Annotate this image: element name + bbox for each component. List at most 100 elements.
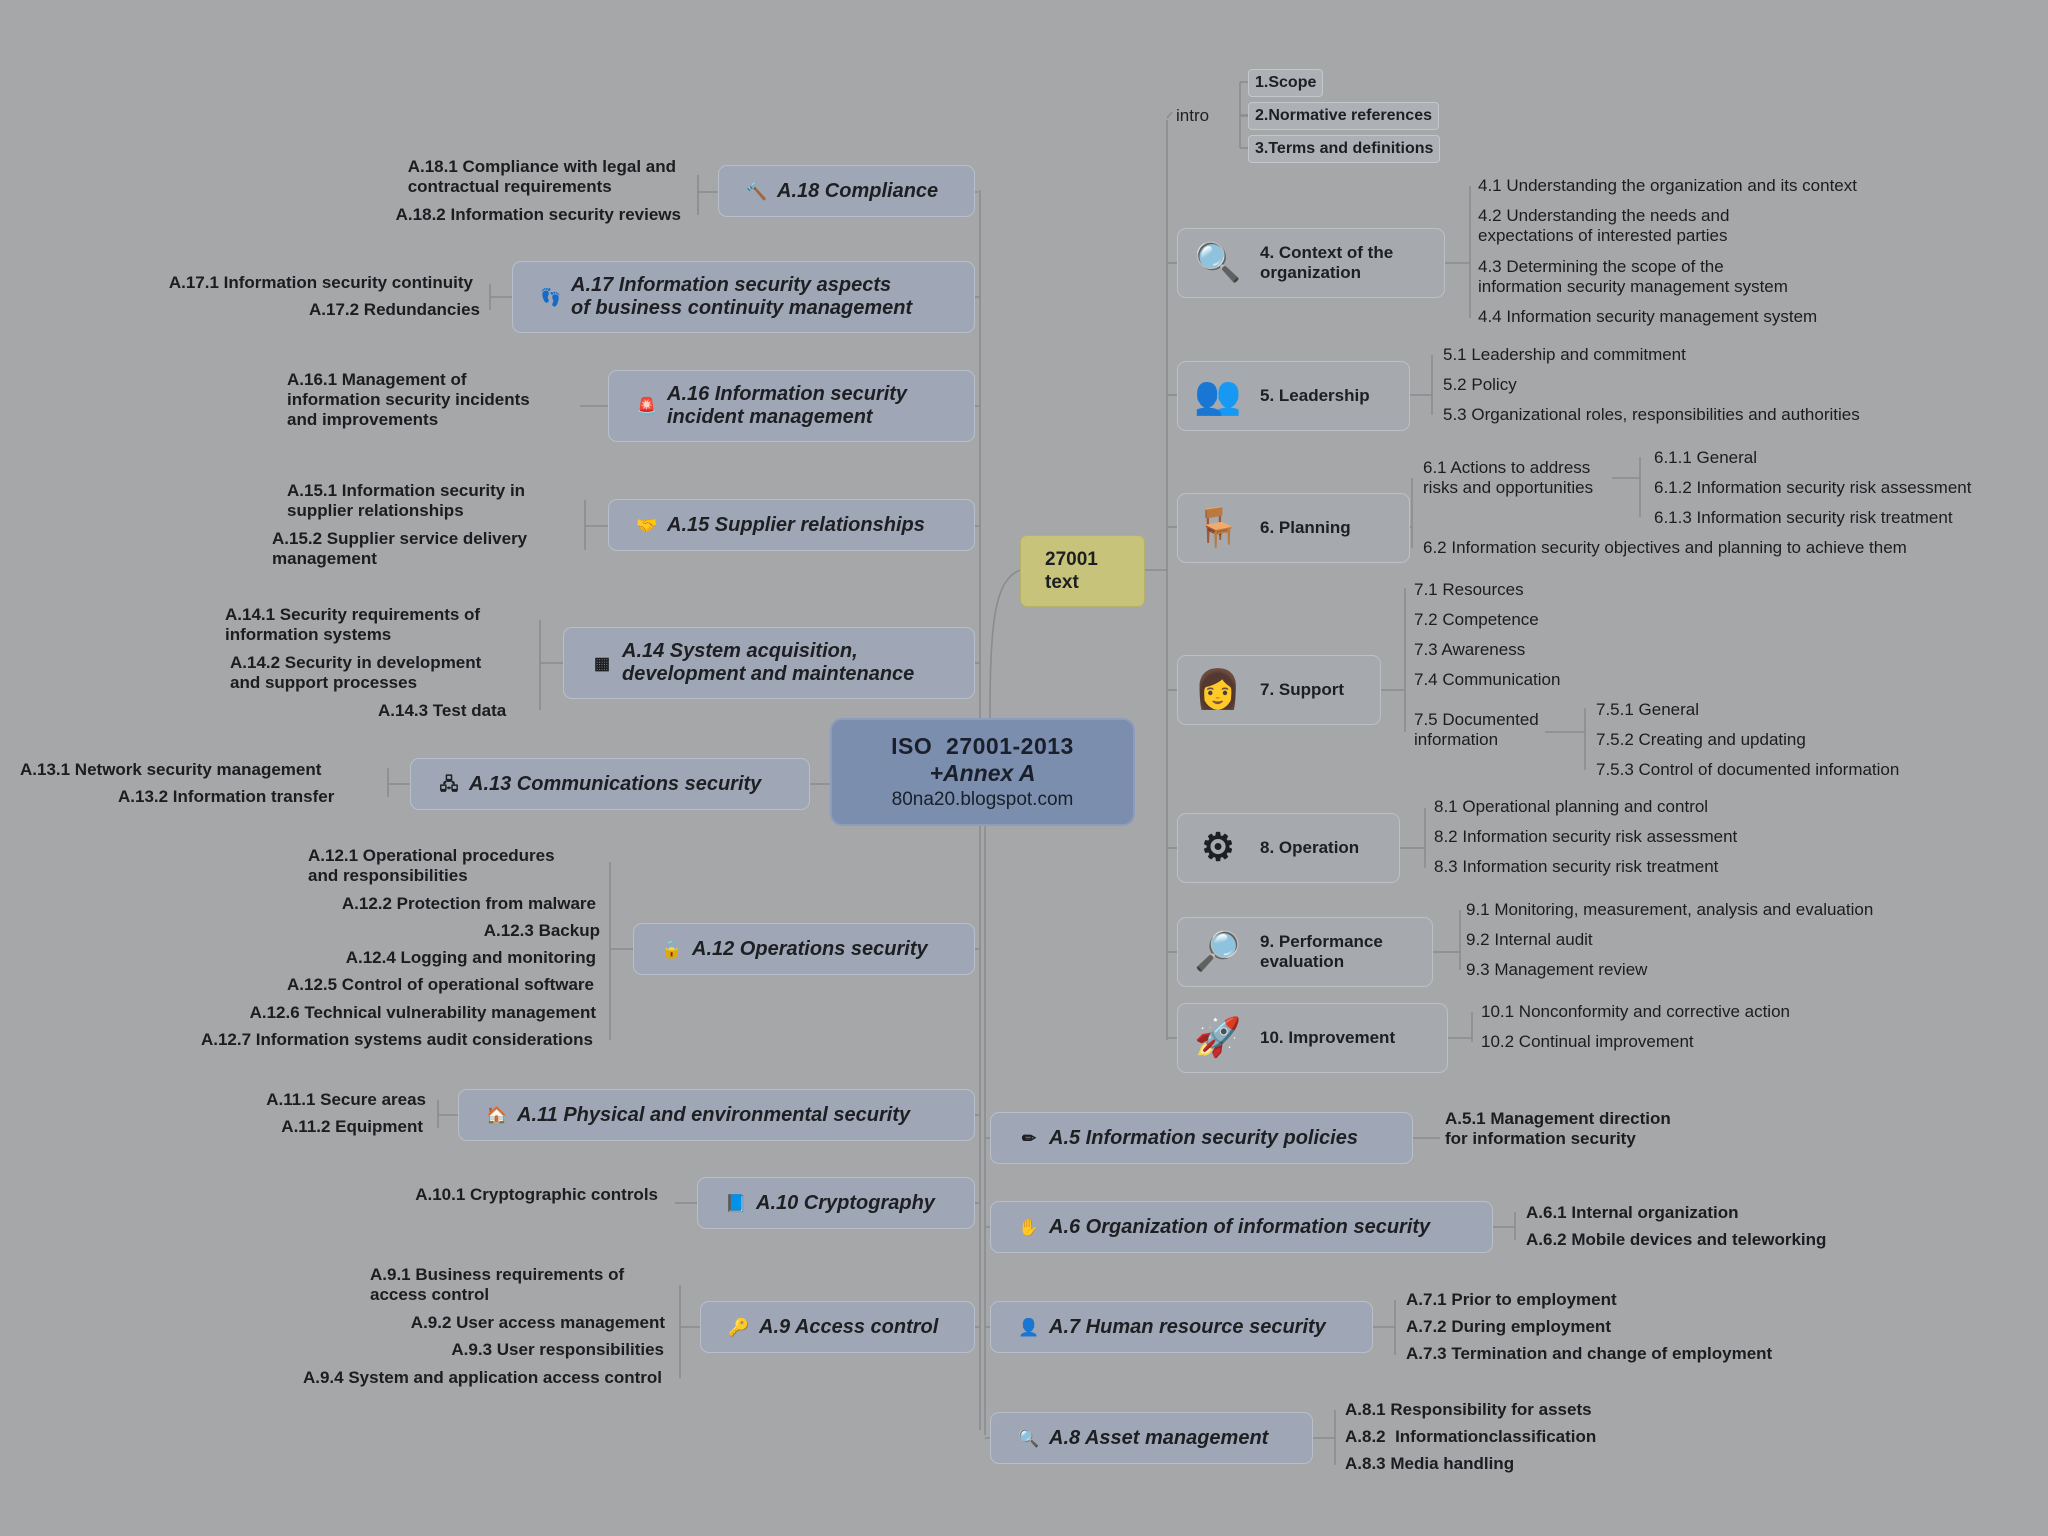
clause-7-5-3[interactable]: 7.5.3 Control of documented information [1596, 760, 1900, 779]
clause-5-2[interactable]: 5.2 Policy [1443, 375, 1517, 394]
annex-a7-1[interactable]: A.7.1 Prior to employment [1406, 1290, 1617, 1309]
annex-a12-1[interactable]: A.12.1 Operational procedures and respon… [308, 846, 555, 885]
clause-7-3[interactable]: 7.3 Awareness [1414, 640, 1526, 659]
central-topic[interactable]: ISO 27001-2013 +Annex A 80na20.blogspot.… [830, 718, 1135, 826]
annex-a8-2[interactable]: A.8.2 Informationclassification [1345, 1427, 1597, 1446]
clause-10-1[interactable]: 10.1 Nonconformity and corrective action [1481, 1002, 1790, 1021]
annex-a13-communications[interactable]: 🖧 A.13 Communications security [410, 758, 810, 810]
annex-a9-3[interactable]: A.9.3 User responsibilities [451, 1340, 664, 1359]
annex-a6-organization[interactable]: ✋ A.6 Organization of information securi… [990, 1201, 1493, 1253]
clause-7-support[interactable]: 👩 7. Support [1177, 655, 1381, 725]
annex-a13-2[interactable]: A.13.2 Information transfer [118, 787, 335, 806]
clause-4-2[interactable]: 4.2 Understanding the needs and expectat… [1478, 206, 1730, 245]
annex-a10-1[interactable]: A.10.1 Cryptographic controls [415, 1185, 658, 1204]
clause-6-1-1[interactable]: 6.1.1 General [1654, 448, 1758, 467]
clause-6-planning[interactable]: 🪑 6. Planning [1177, 493, 1410, 563]
annex-a15-2[interactable]: A.15.2 Supplier service delivery managem… [272, 529, 528, 568]
clause-6-1-3[interactable]: 6.1.3 Information security risk treatmen… [1654, 508, 1953, 527]
intro-item-terms[interactable]: 3.Terms and definitions [1248, 135, 1441, 163]
clause-7-2[interactable]: 7.2 Competence [1414, 610, 1539, 629]
clause-8-operation[interactable]: ⚙ 8. Operation [1177, 813, 1400, 883]
magnifier-icon: 🔍 [1194, 242, 1242, 284]
clause-7-label: 7. Support [1260, 680, 1345, 699]
clause-6-2[interactable]: 6.2 Information security objectives and … [1423, 538, 1907, 557]
annex-a17-1[interactable]: A.17.1 Information security continuity [168, 273, 473, 292]
annex-a7-2[interactable]: A.7.2 During employment [1406, 1317, 1611, 1336]
annex-a6-1[interactable]: A.6.1 Internal organization [1526, 1203, 1739, 1222]
clause-4-label: 4. Context of the organization [1260, 243, 1394, 282]
annex-a5-policies[interactable]: ✏ A.5 Information security policies [990, 1112, 1413, 1164]
annex-a12-6[interactable]: A.12.6 Technical vulnerability managemen… [249, 1003, 596, 1022]
clause-8-label: 8. Operation [1260, 838, 1360, 857]
clause-7-5-1[interactable]: 7.5.1 General [1596, 700, 1700, 719]
annex-a14-system-acquisition[interactable]: ▦ A.14 System acquisition, development a… [563, 627, 975, 699]
intro-item-scope[interactable]: 1.Scope [1248, 69, 1324, 97]
annex-a13-1[interactable]: A.13.1 Network security management [20, 760, 322, 779]
annex-a15-supplier[interactable]: 🤝 A.15 Supplier relationships [608, 499, 975, 551]
user-icon: 👤 [1018, 1317, 1040, 1337]
clause-7-4[interactable]: 7.4 Communication [1414, 670, 1561, 689]
annex-a10-label: A.10 Cryptography [756, 1191, 935, 1214]
clause-6-1-2[interactable]: 6.1.2 Information security risk assessme… [1654, 478, 1972, 497]
annex-a18-compliance[interactable]: 🔨 A.18 Compliance [718, 165, 975, 217]
annex-a12-4[interactable]: A.12.4 Logging and monitoring [345, 948, 596, 967]
annex-a7-human-resource[interactable]: 👤 A.7 Human resource security [990, 1301, 1373, 1353]
clause-9-3[interactable]: 9.3 Management review [1466, 960, 1648, 979]
annex-a12-3[interactable]: A.12.3 Backup [483, 921, 600, 940]
annex-a11-1[interactable]: A.11.1 Secure areas [266, 1090, 426, 1109]
clause-4-3[interactable]: 4.3 Determining the scope of the informa… [1478, 257, 1788, 296]
clause-6-1[interactable]: 6.1 Actions to address risks and opportu… [1423, 458, 1594, 497]
clause-5-leadership[interactable]: 👥 5. Leadership [1177, 361, 1410, 431]
annex-a15-1[interactable]: A.15.1 Information security in supplier … [287, 481, 526, 520]
clause-9-2[interactable]: 9.2 Internal audit [1466, 930, 1593, 949]
annex-a6-2[interactable]: A.6.2 Mobile devices and teleworking [1526, 1230, 1827, 1249]
annex-a8-1[interactable]: A.8.1 Responsibility for assets [1345, 1400, 1592, 1419]
annex-a17-business-continuity[interactable]: 👣 A.17 Information security aspects of b… [512, 261, 975, 333]
annex-a8-asset-management[interactable]: 🔍 A.8 Asset management [990, 1412, 1313, 1464]
annex-a12-2[interactable]: A.12.2 Protection from malware [341, 894, 596, 913]
clause-8-2[interactable]: 8.2 Information security risk assessment [1434, 827, 1738, 846]
annex-a9-2[interactable]: A.9.2 User access management [410, 1313, 665, 1332]
evaluation-magnifier-icon: 🔎 [1194, 931, 1242, 973]
annex-a14-3[interactable]: A.14.3 Test data [378, 701, 507, 720]
clause-7-5-2[interactable]: 7.5.2 Creating and updating [1596, 730, 1806, 749]
annex-a8-3[interactable]: A.8.3 Media handling [1345, 1454, 1515, 1473]
clause-8-3[interactable]: 8.3 Information security risk treatment [1434, 857, 1719, 876]
annex-a9-1[interactable]: A.9.1 Business requirements of access co… [370, 1265, 625, 1304]
search-icon: 🔍 [1018, 1428, 1040, 1448]
intro-item-normative-references[interactable]: 2.Normative references [1248, 102, 1439, 130]
gavel-icon: 🔨 [746, 181, 768, 201]
clause-7-5[interactable]: 7.5 Documented information [1414, 710, 1539, 749]
annex-a17-2[interactable]: A.17.2 Redundancies [308, 300, 480, 319]
annex-a14-2[interactable]: A.14.2 Security in development and suppo… [230, 653, 482, 692]
annex-a18-1[interactable]: A.18.1 Compliance with legal and contrac… [407, 157, 676, 196]
clause-10-2[interactable]: 10.2 Continual improvement [1481, 1032, 1694, 1051]
annex-a9-4[interactable]: A.9.4 System and application access cont… [302, 1368, 662, 1387]
annex-a9-access-control[interactable]: 🔑 A.9 Access control [700, 1301, 975, 1353]
clause-9-1[interactable]: 9.1 Monitoring, measurement, analysis an… [1466, 900, 1874, 919]
annex-a16-1[interactable]: A.16.1 Management of information securit… [287, 370, 530, 429]
annex-a12-operations[interactable]: 🔒 A.12 Operations security [633, 923, 975, 975]
clause-4-context[interactable]: 🔍 4. Context of the organization [1177, 228, 1445, 298]
annex-a12-7[interactable]: A.12.7 Information systems audit conside… [200, 1030, 593, 1049]
clause-9-performance[interactable]: 🔎 9. Performance evaluation [1177, 917, 1433, 987]
annex-a12-5[interactable]: A.12.5 Control of operational software [287, 975, 594, 994]
annex-a7-3[interactable]: A.7.3 Termination and change of employme… [1406, 1344, 1773, 1363]
annex-a11-2[interactable]: A.11.2 Equipment [281, 1117, 423, 1136]
clause-5-3[interactable]: 5.3 Organizational roles, responsibiliti… [1443, 405, 1860, 424]
clause-4-4[interactable]: 4.4 Information security management syst… [1478, 307, 1818, 326]
annex-a14-1[interactable]: A.14.1 Security requirements of informat… [225, 605, 481, 644]
clause-10-improvement[interactable]: 🚀 10. Improvement [1177, 1003, 1448, 1073]
annex-a6-label: A.6 Organization of information security [1049, 1215, 1431, 1238]
clause-8-1[interactable]: 8.1 Operational planning and control [1434, 797, 1709, 816]
annex-a5-1[interactable]: A.5.1 Management direction for informati… [1445, 1109, 1671, 1148]
people-icon: 👥 [1194, 375, 1242, 417]
annex-a11-physical[interactable]: 🏠 A.11 Physical and environmental securi… [458, 1089, 975, 1141]
clause-4-1[interactable]: 4.1 Understanding the organization and i… [1478, 176, 1857, 195]
annex-a10-cryptography[interactable]: 📘 A.10 Cryptography [697, 1177, 975, 1229]
clause-7-1[interactable]: 7.1 Resources [1414, 580, 1524, 599]
annex-a16-incident-management[interactable]: 🚨 A.16 Information security incident man… [608, 370, 975, 442]
hub-27001-text[interactable]: 27001 text [1020, 535, 1145, 607]
annex-a18-2[interactable]: A.18.2 Information security reviews [395, 205, 681, 224]
clause-5-1[interactable]: 5.1 Leadership and commitment [1443, 345, 1686, 364]
